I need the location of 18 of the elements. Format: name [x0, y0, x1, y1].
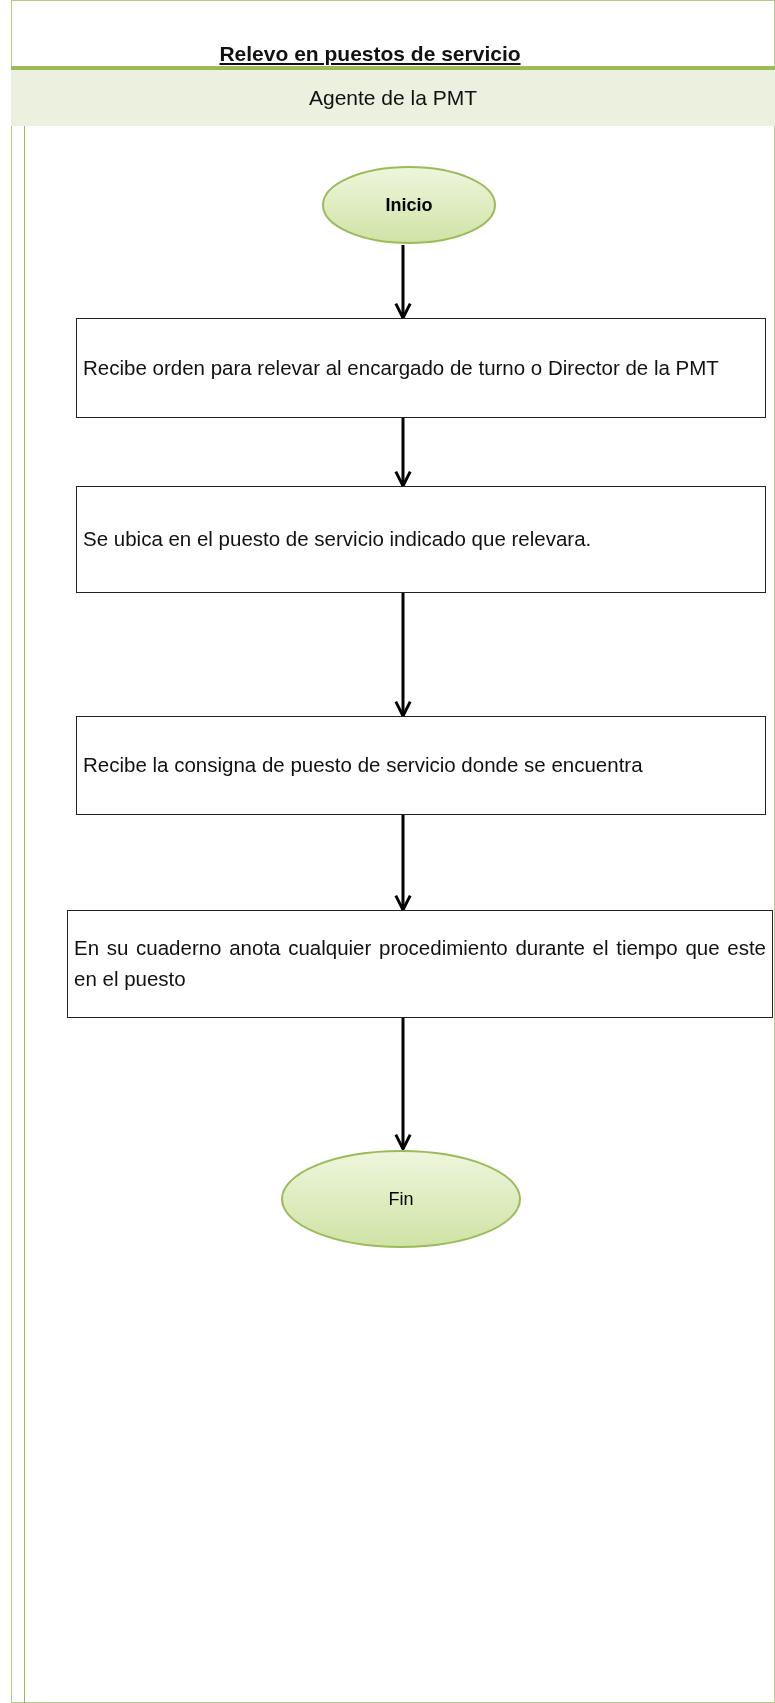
arrow	[394, 593, 412, 718]
arrow	[394, 418, 412, 488]
arrow	[394, 815, 412, 912]
node-text: En su cuaderno anota cualquier procedimiento durante el tiempo que este en el puesto	[74, 935, 766, 992]
arrow	[394, 1018, 412, 1151]
node-text: Agente de la PMT	[308, 86, 478, 110]
node-text: Fin	[388, 1188, 414, 1210]
process-box	[76, 486, 766, 593]
process-box	[76, 716, 766, 815]
node-text: Recibe la consigna de puesto de servicio donde se encuentra	[83, 752, 643, 779]
process-box	[76, 318, 766, 418]
arrow	[394, 245, 412, 320]
node-text: Recibe orden para relevar al encargado de turno o Director de la PMT	[83, 354, 719, 381]
node-text: Inicio	[385, 194, 433, 216]
process-box	[67, 910, 773, 1018]
diagram-title: Relevo en puestos de servicio	[218, 42, 522, 66]
node-text: Se ubica en el puesto de servicio indicado que relevara.	[83, 526, 592, 553]
lane-header	[11, 70, 775, 126]
